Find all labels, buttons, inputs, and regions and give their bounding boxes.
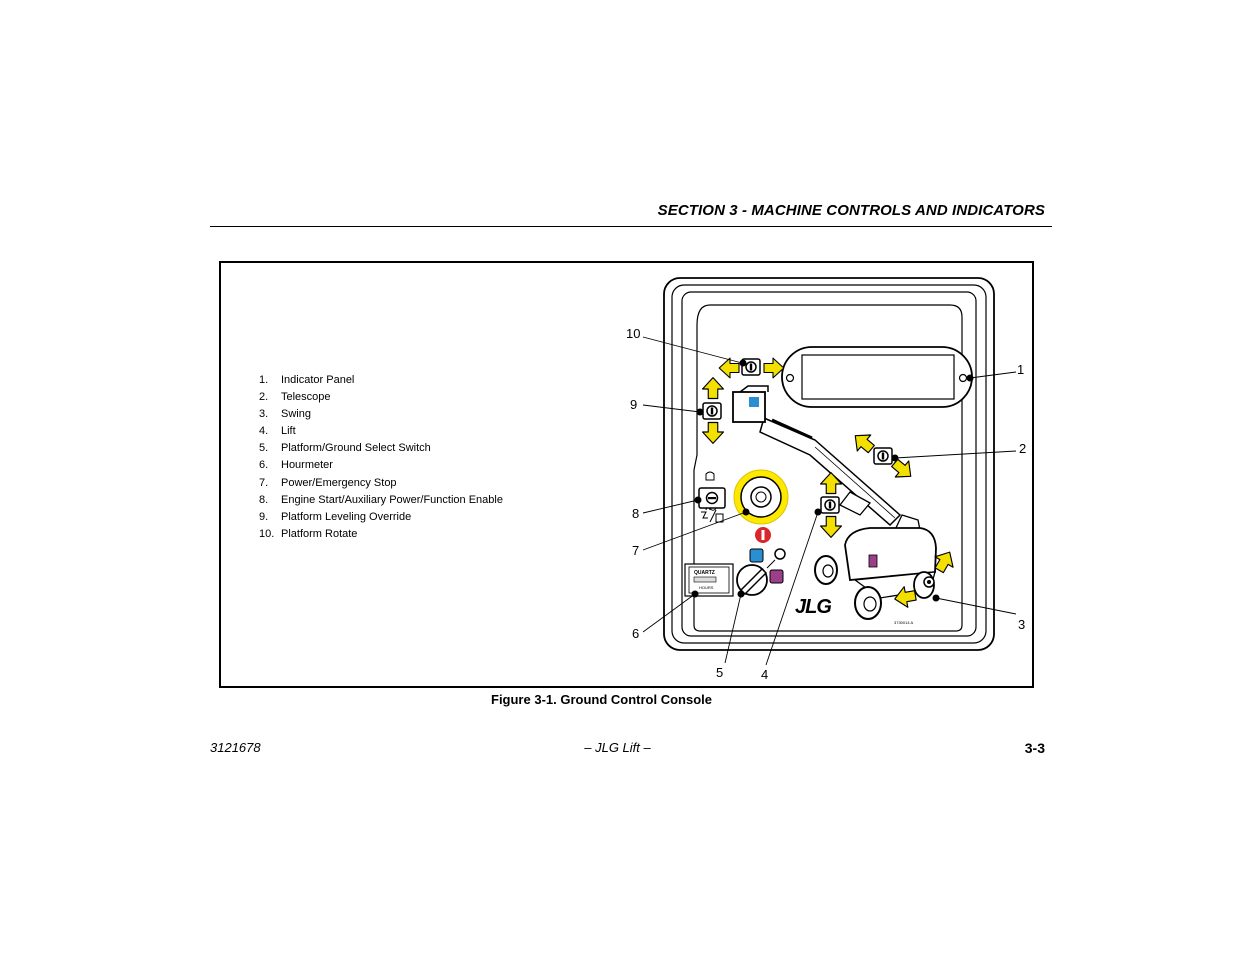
callout-dots — [691, 359, 974, 602]
legend-item: 3.Swing — [259, 408, 311, 421]
platform-blue-square — [749, 397, 759, 407]
jlg-logo: JLG — [795, 596, 831, 618]
function-enable-switch — [698, 471, 726, 523]
footer-document-number: 3121678 — [210, 740, 261, 755]
callout-5: 5 — [716, 665, 723, 680]
platform-leveling-control — [701, 377, 725, 444]
legend-item: 7.Power/Emergency Stop — [259, 476, 397, 489]
figure-caption: Figure 3-1. Ground Control Console — [491, 692, 712, 707]
callout-2: 2 — [1019, 441, 1026, 456]
hourmeter-unit: HOURS — [699, 585, 714, 590]
platform-rotate-control — [718, 357, 785, 379]
callout-leaders — [642, 336, 1017, 666]
legend-item: 2.Telescope — [259, 391, 331, 404]
section-header-title: SECTION 3 - MACHINE CONTROLS AND INDICAT… — [657, 202, 1045, 219]
callout-7: 7 — [632, 543, 639, 558]
footer-center-title: – JLG Lift – — [584, 740, 651, 755]
lift-control — [819, 472, 843, 538]
console-inner-housing — [671, 284, 987, 644]
legend-list: 1.Indicator Panel 2.Telescope 3.Swing 4.… — [259, 372, 503, 543]
callout-3: 3 — [1018, 617, 1025, 632]
indicator-panel — [781, 346, 973, 408]
callout-8: 8 — [632, 506, 639, 521]
callout-4: 4 — [761, 667, 768, 682]
ground-control-console-illustration: QUARTZ HOURS JLG 3730014 A 10 9 8 7 6 — [626, 277, 1026, 682]
legend-item: 9.Platform Leveling Override — [259, 510, 412, 523]
footer-page-number: 3-3 — [1024, 740, 1045, 756]
hourmeter: QUARTZ HOURS — [684, 563, 734, 597]
legend-item: 6.Hourmeter — [259, 459, 333, 472]
legend-item: 8.Engine Start/Auxiliary Power/Function … — [259, 493, 503, 506]
part-code: 3730014 A — [894, 620, 913, 625]
hourmeter-brand: QUARTZ — [694, 570, 715, 576]
platform-ground-select-switch — [736, 548, 786, 596]
callout-10: 10 — [626, 326, 640, 341]
legend-item: 5.Platform/Ground Select Switch — [259, 442, 431, 455]
callout-1: 1 — [1017, 362, 1024, 377]
header-rule — [210, 226, 1052, 227]
console-face-plate — [681, 291, 977, 637]
legend-item: 10.Platform Rotate — [259, 527, 358, 540]
legend-item: 1.Indicator Panel — [259, 374, 355, 386]
swing-control — [892, 546, 960, 610]
callout-6: 6 — [632, 626, 639, 641]
console-panel-recess — [693, 304, 963, 632]
legend-item: 4.Lift — [259, 425, 296, 438]
callout-9: 9 — [630, 397, 637, 412]
figure-frame — [219, 261, 1034, 688]
